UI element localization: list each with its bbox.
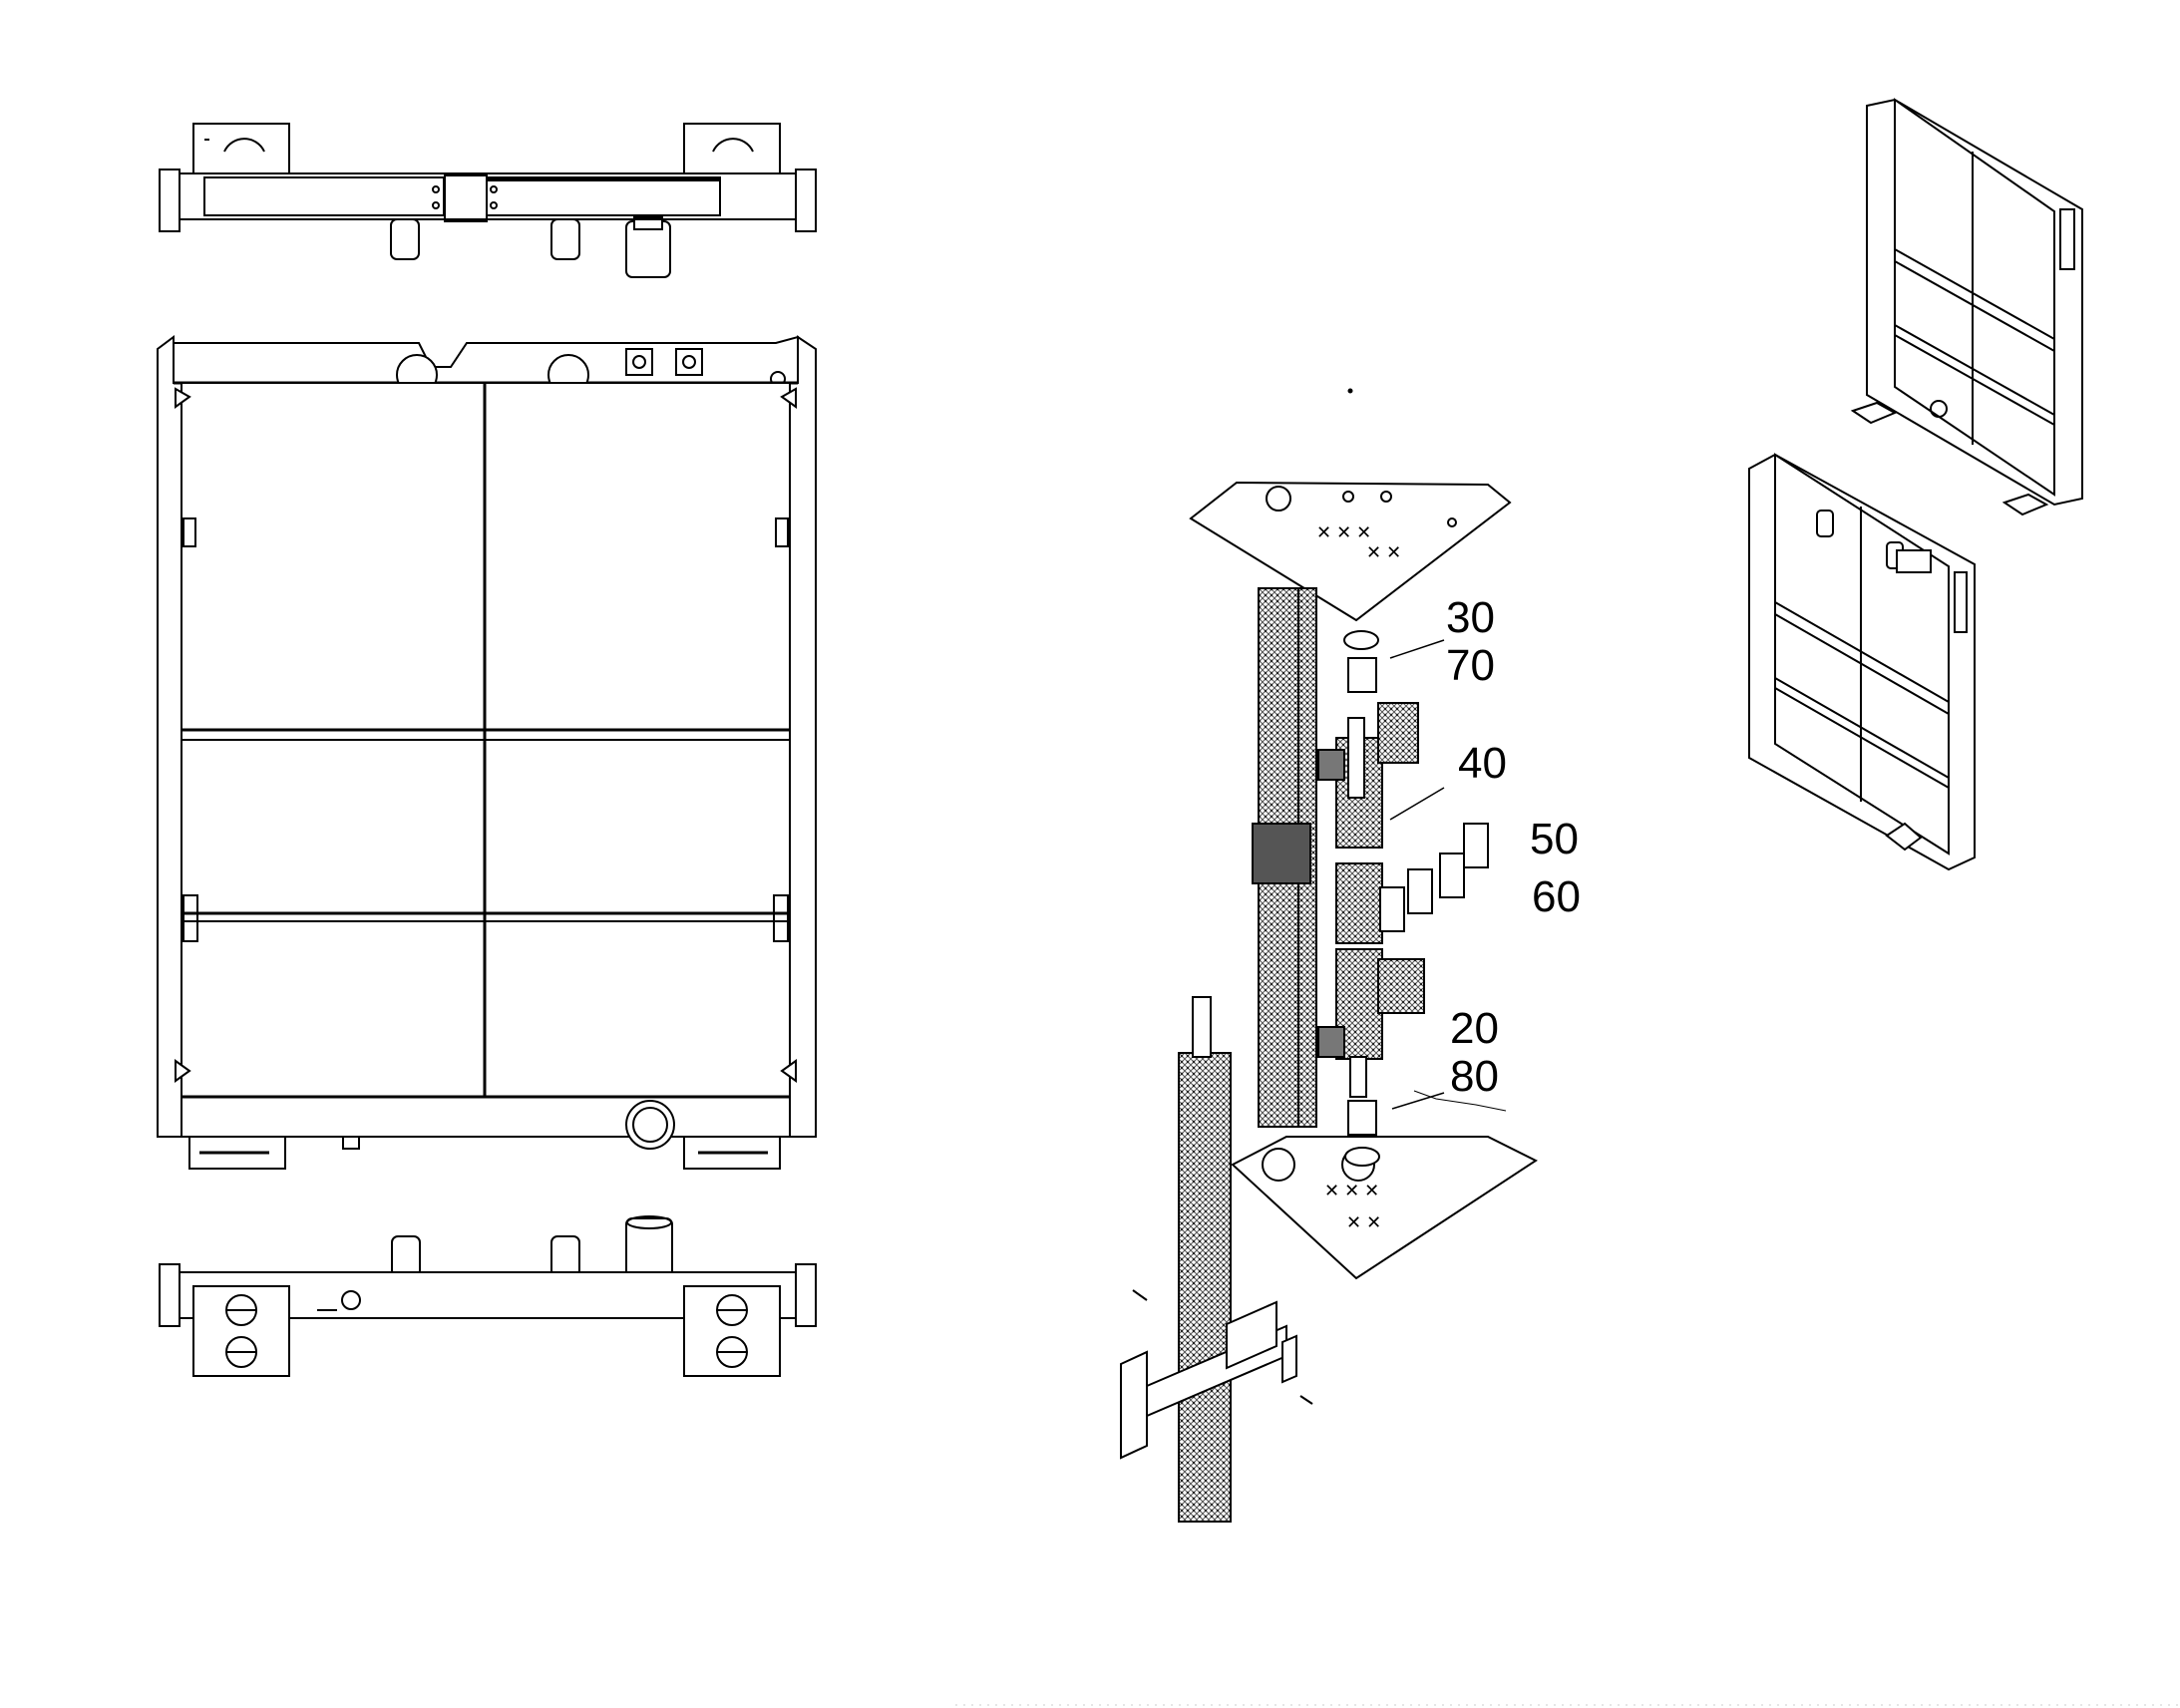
top-view-header xyxy=(159,123,817,278)
callout-50: 50 xyxy=(1530,815,1579,863)
svg-text:✕ ✕ ✕: ✕ ✕ ✕ xyxy=(1316,522,1371,542)
callout-60: 60 xyxy=(1532,872,1581,921)
front-view-frame xyxy=(157,335,817,1170)
callout-70: 70 xyxy=(1446,641,1495,690)
callout-labels: 30 70 40 50 60 20 80 xyxy=(1446,593,1581,1101)
svg-text:✕ ✕: ✕ ✕ xyxy=(1366,542,1401,562)
svg-text:✕ ✕: ✕ ✕ xyxy=(1346,1212,1381,1232)
callout-40: 40 xyxy=(1458,739,1507,788)
callout-80: 80 xyxy=(1450,1052,1499,1101)
isometric-frame-upper xyxy=(1850,98,2083,516)
svg-text:✕ ✕ ✕: ✕ ✕ ✕ xyxy=(1324,1181,1379,1200)
bottom-view-header xyxy=(159,1215,817,1377)
exploded-core-assembly: ✕ ✕ ✕ ✕ ✕ ✕ ✕ ✕ ✕ ✕ xyxy=(1120,388,1539,1523)
callout-20: 20 xyxy=(1450,1004,1499,1053)
isometric-frame-lower xyxy=(1748,453,1976,871)
callout-30: 30 xyxy=(1446,593,1495,642)
